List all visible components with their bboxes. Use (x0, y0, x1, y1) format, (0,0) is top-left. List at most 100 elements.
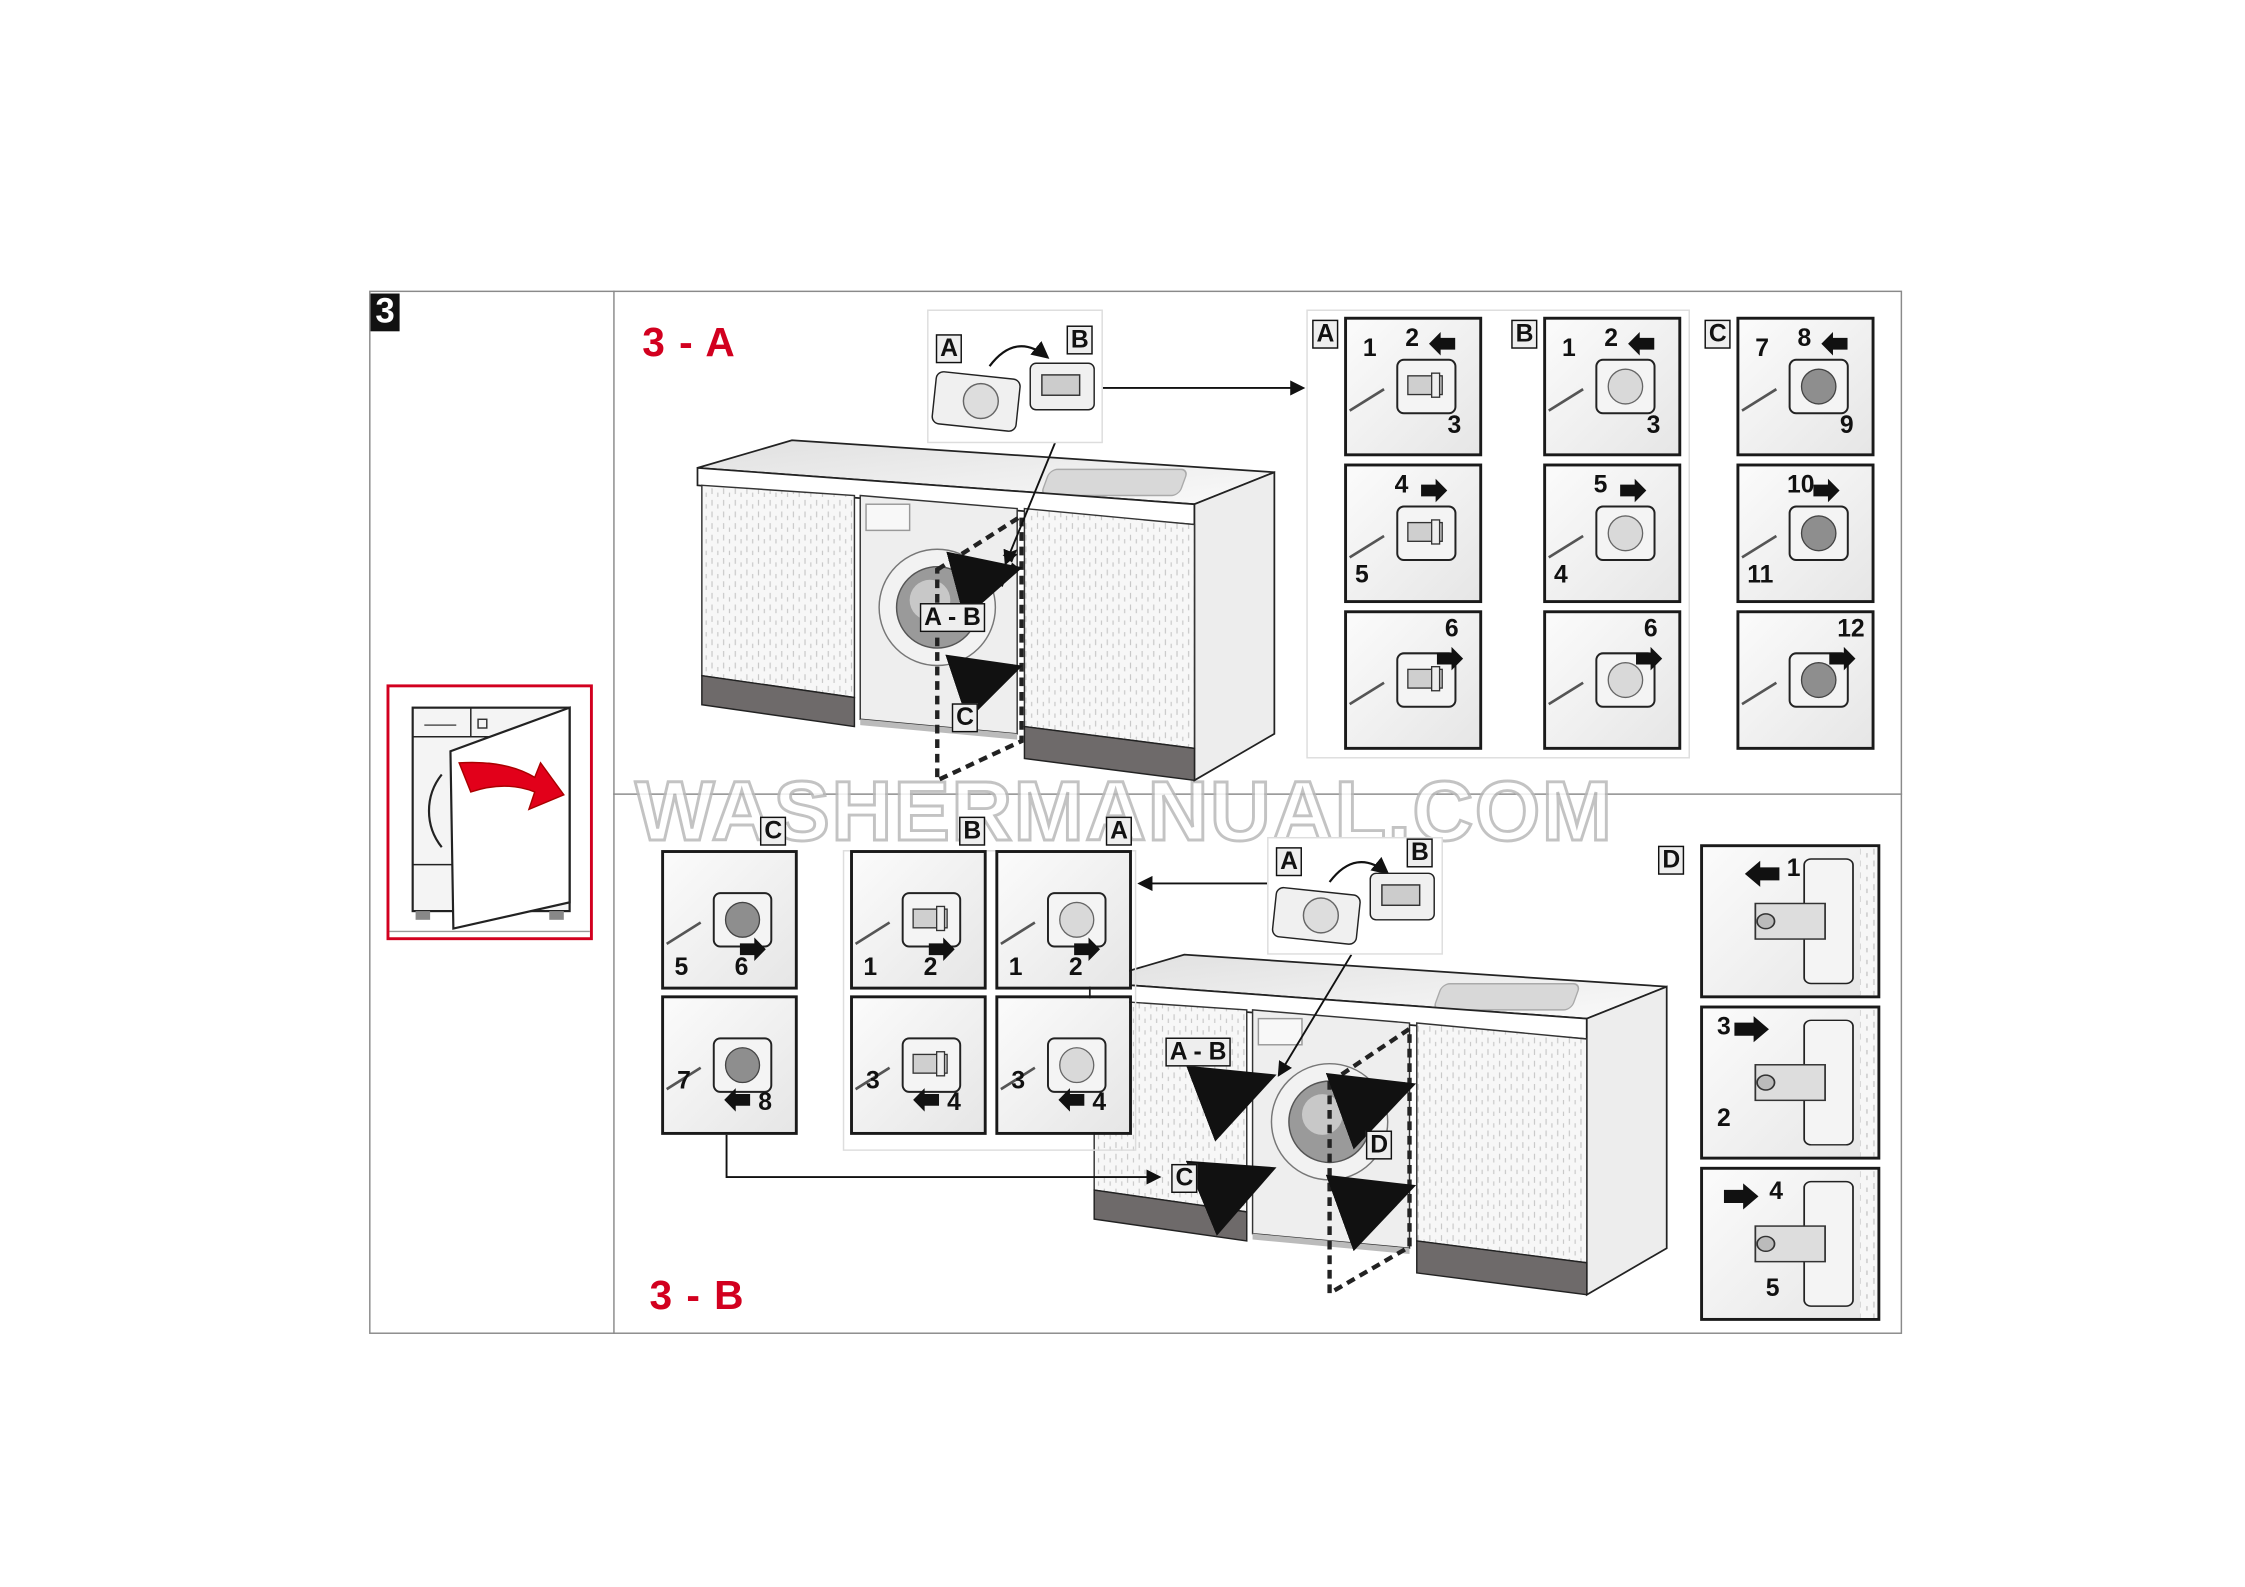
step-panel: 12 (1736, 610, 1875, 750)
door-hinge-knob-icon (1741, 331, 1849, 415)
step-number: 2 (1604, 323, 1619, 352)
door-hinge-knob-icon (665, 892, 773, 961)
door-latch-icon (1348, 478, 1457, 562)
section-a-steps-group (1306, 309, 1690, 759)
step-number: 2 (1716, 1104, 1731, 1133)
step-number: 2 (1068, 953, 1083, 981)
step-number: 3 (866, 1066, 880, 1094)
step-number: 9 (1839, 411, 1854, 440)
hinge-bracket-icon (1734, 1008, 1878, 1157)
door-latch-icon (1348, 331, 1457, 415)
step-panel: 10 11 (1736, 463, 1875, 604)
step-number: 1 (863, 953, 878, 981)
section-b-title: 3 - B (649, 1272, 745, 1318)
step-number: 4 (947, 1087, 961, 1116)
swap-latch-icon (931, 341, 1095, 432)
step-number: 6 (1444, 614, 1459, 643)
group-label-b: B (1511, 319, 1538, 349)
instruction-frame (369, 290, 1903, 1334)
step-number: 4 (1769, 1177, 1784, 1205)
hinge-step-panel: 1 (1700, 844, 1881, 999)
step-number-badge: 3 (370, 293, 400, 332)
step-number: 1 (1561, 334, 1576, 362)
step-number: 2 (1405, 323, 1419, 352)
step-number: 1 (1008, 953, 1023, 981)
step-number: 8 (758, 1087, 772, 1116)
cabinet-bottom (725, 875, 1668, 1298)
step-number: 3 (1011, 1066, 1026, 1094)
door-hinge-knob-icon (1548, 331, 1656, 415)
step-number: 6 (1643, 614, 1658, 643)
door-hinge-knob-icon (1000, 1037, 1107, 1112)
inset-label-b: B (1066, 325, 1094, 355)
door-hinge-knob-icon (1741, 646, 1856, 708)
door-hinge-knob-icon (1548, 478, 1656, 562)
door-latch-icon (1348, 646, 1464, 708)
door-hinge-knob-icon (1741, 478, 1849, 562)
latch-swap-inset-top: A B (927, 309, 1103, 444)
hinge-bracket-icon (1744, 847, 1878, 996)
hinge-bracket-icon (1723, 1169, 1878, 1318)
label-c-top: C (951, 703, 979, 733)
step-panel: 6 (1543, 610, 1682, 750)
inset-label-a: A (935, 334, 963, 364)
door-latch-icon (854, 1037, 962, 1112)
section-a-title: 3 - A (642, 319, 737, 365)
step-number: 7 (1755, 334, 1769, 362)
group-label-a: A (1312, 319, 1339, 349)
door-hinge-knob-icon (1548, 646, 1663, 708)
door-open-illustration (389, 706, 590, 933)
latch-swap-inset-bottom: A B (1267, 836, 1443, 955)
step-number: 12 (1837, 614, 1865, 643)
step-number: 4 (1092, 1087, 1107, 1116)
step-number: 8 (1797, 323, 1812, 352)
step-panel: 6 (1344, 610, 1483, 750)
door-open-overview (386, 684, 593, 941)
step-number: 4 (1554, 561, 1568, 589)
step-number: 1 (1362, 334, 1377, 362)
step-number: 10 (1786, 470, 1815, 498)
step-number: 11 (1747, 561, 1774, 589)
step-number: 5 (1354, 561, 1369, 589)
cabinet-top (696, 380, 1306, 784)
step-number: 2 (923, 953, 938, 981)
step-number: 5 (1593, 470, 1608, 498)
inset-label-b: B (1406, 838, 1434, 868)
step-number: 5 (1765, 1275, 1780, 1303)
group-label-b: B (959, 816, 986, 846)
inset-label-a: A (1275, 847, 1303, 877)
section-b-steps-group (842, 850, 1137, 1151)
swap-latch-icon (1271, 856, 1435, 945)
label-a-b-bottom: A - B (1165, 1037, 1231, 1067)
label-d-bottom: D (1365, 1130, 1393, 1160)
step-number: 5 (674, 953, 689, 981)
step-number: 4 (1394, 470, 1409, 498)
label-c-bottom: C (1171, 1163, 1198, 1193)
group-label-c: C (1704, 319, 1732, 349)
section-divider (613, 793, 1903, 795)
step-number: 7 (677, 1066, 691, 1094)
step-number: 3 (1646, 411, 1661, 440)
label-a-b-top: A - B (919, 603, 986, 633)
door-hinge-knob-icon (1000, 892, 1107, 961)
step-number: 3 (1447, 411, 1462, 440)
door-hinge-knob-icon (665, 1037, 773, 1112)
step-number: 1 (1786, 854, 1801, 883)
step-number: 6 (734, 953, 749, 981)
group-label-c: C (759, 816, 787, 846)
door-latch-icon (854, 892, 962, 961)
step-number: 3 (1716, 1012, 1731, 1041)
